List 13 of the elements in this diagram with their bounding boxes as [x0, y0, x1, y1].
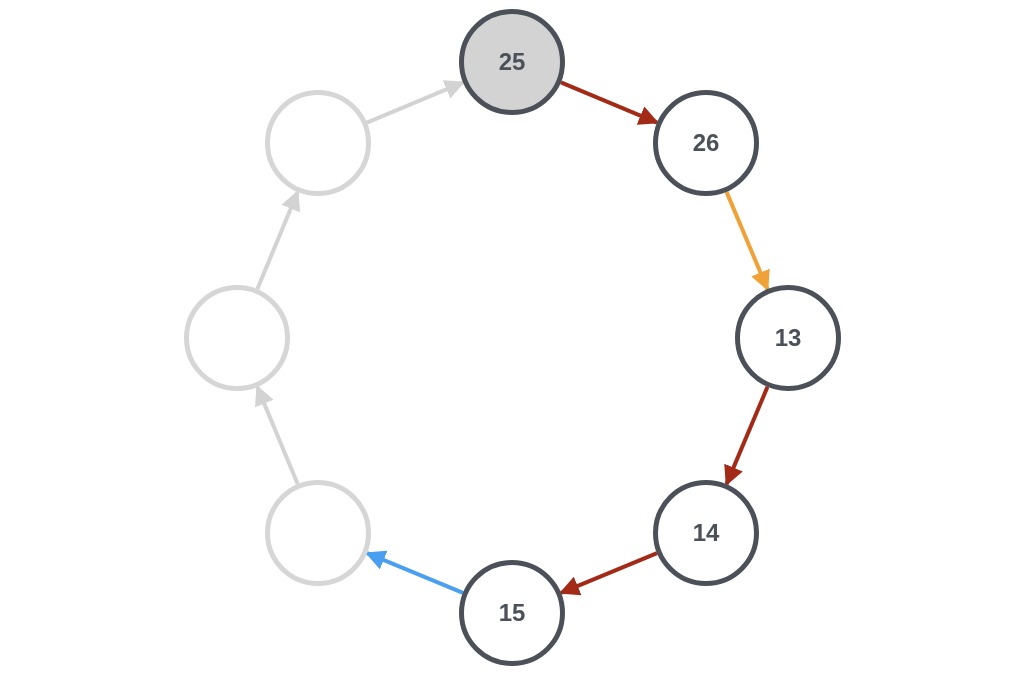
arrow — [255, 190, 300, 290]
arrow — [560, 80, 659, 125]
node-number: 15 — [498, 599, 526, 627]
node-number: 13 — [774, 324, 802, 352]
arrow — [255, 385, 300, 485]
arrow — [366, 80, 465, 125]
node-number: 25 — [498, 48, 526, 76]
arrow — [724, 386, 770, 486]
node-number: 14 — [692, 519, 720, 547]
arrow — [724, 191, 770, 291]
arrow — [365, 550, 464, 595]
arrow — [559, 551, 658, 596]
node-number: 26 — [692, 129, 720, 157]
